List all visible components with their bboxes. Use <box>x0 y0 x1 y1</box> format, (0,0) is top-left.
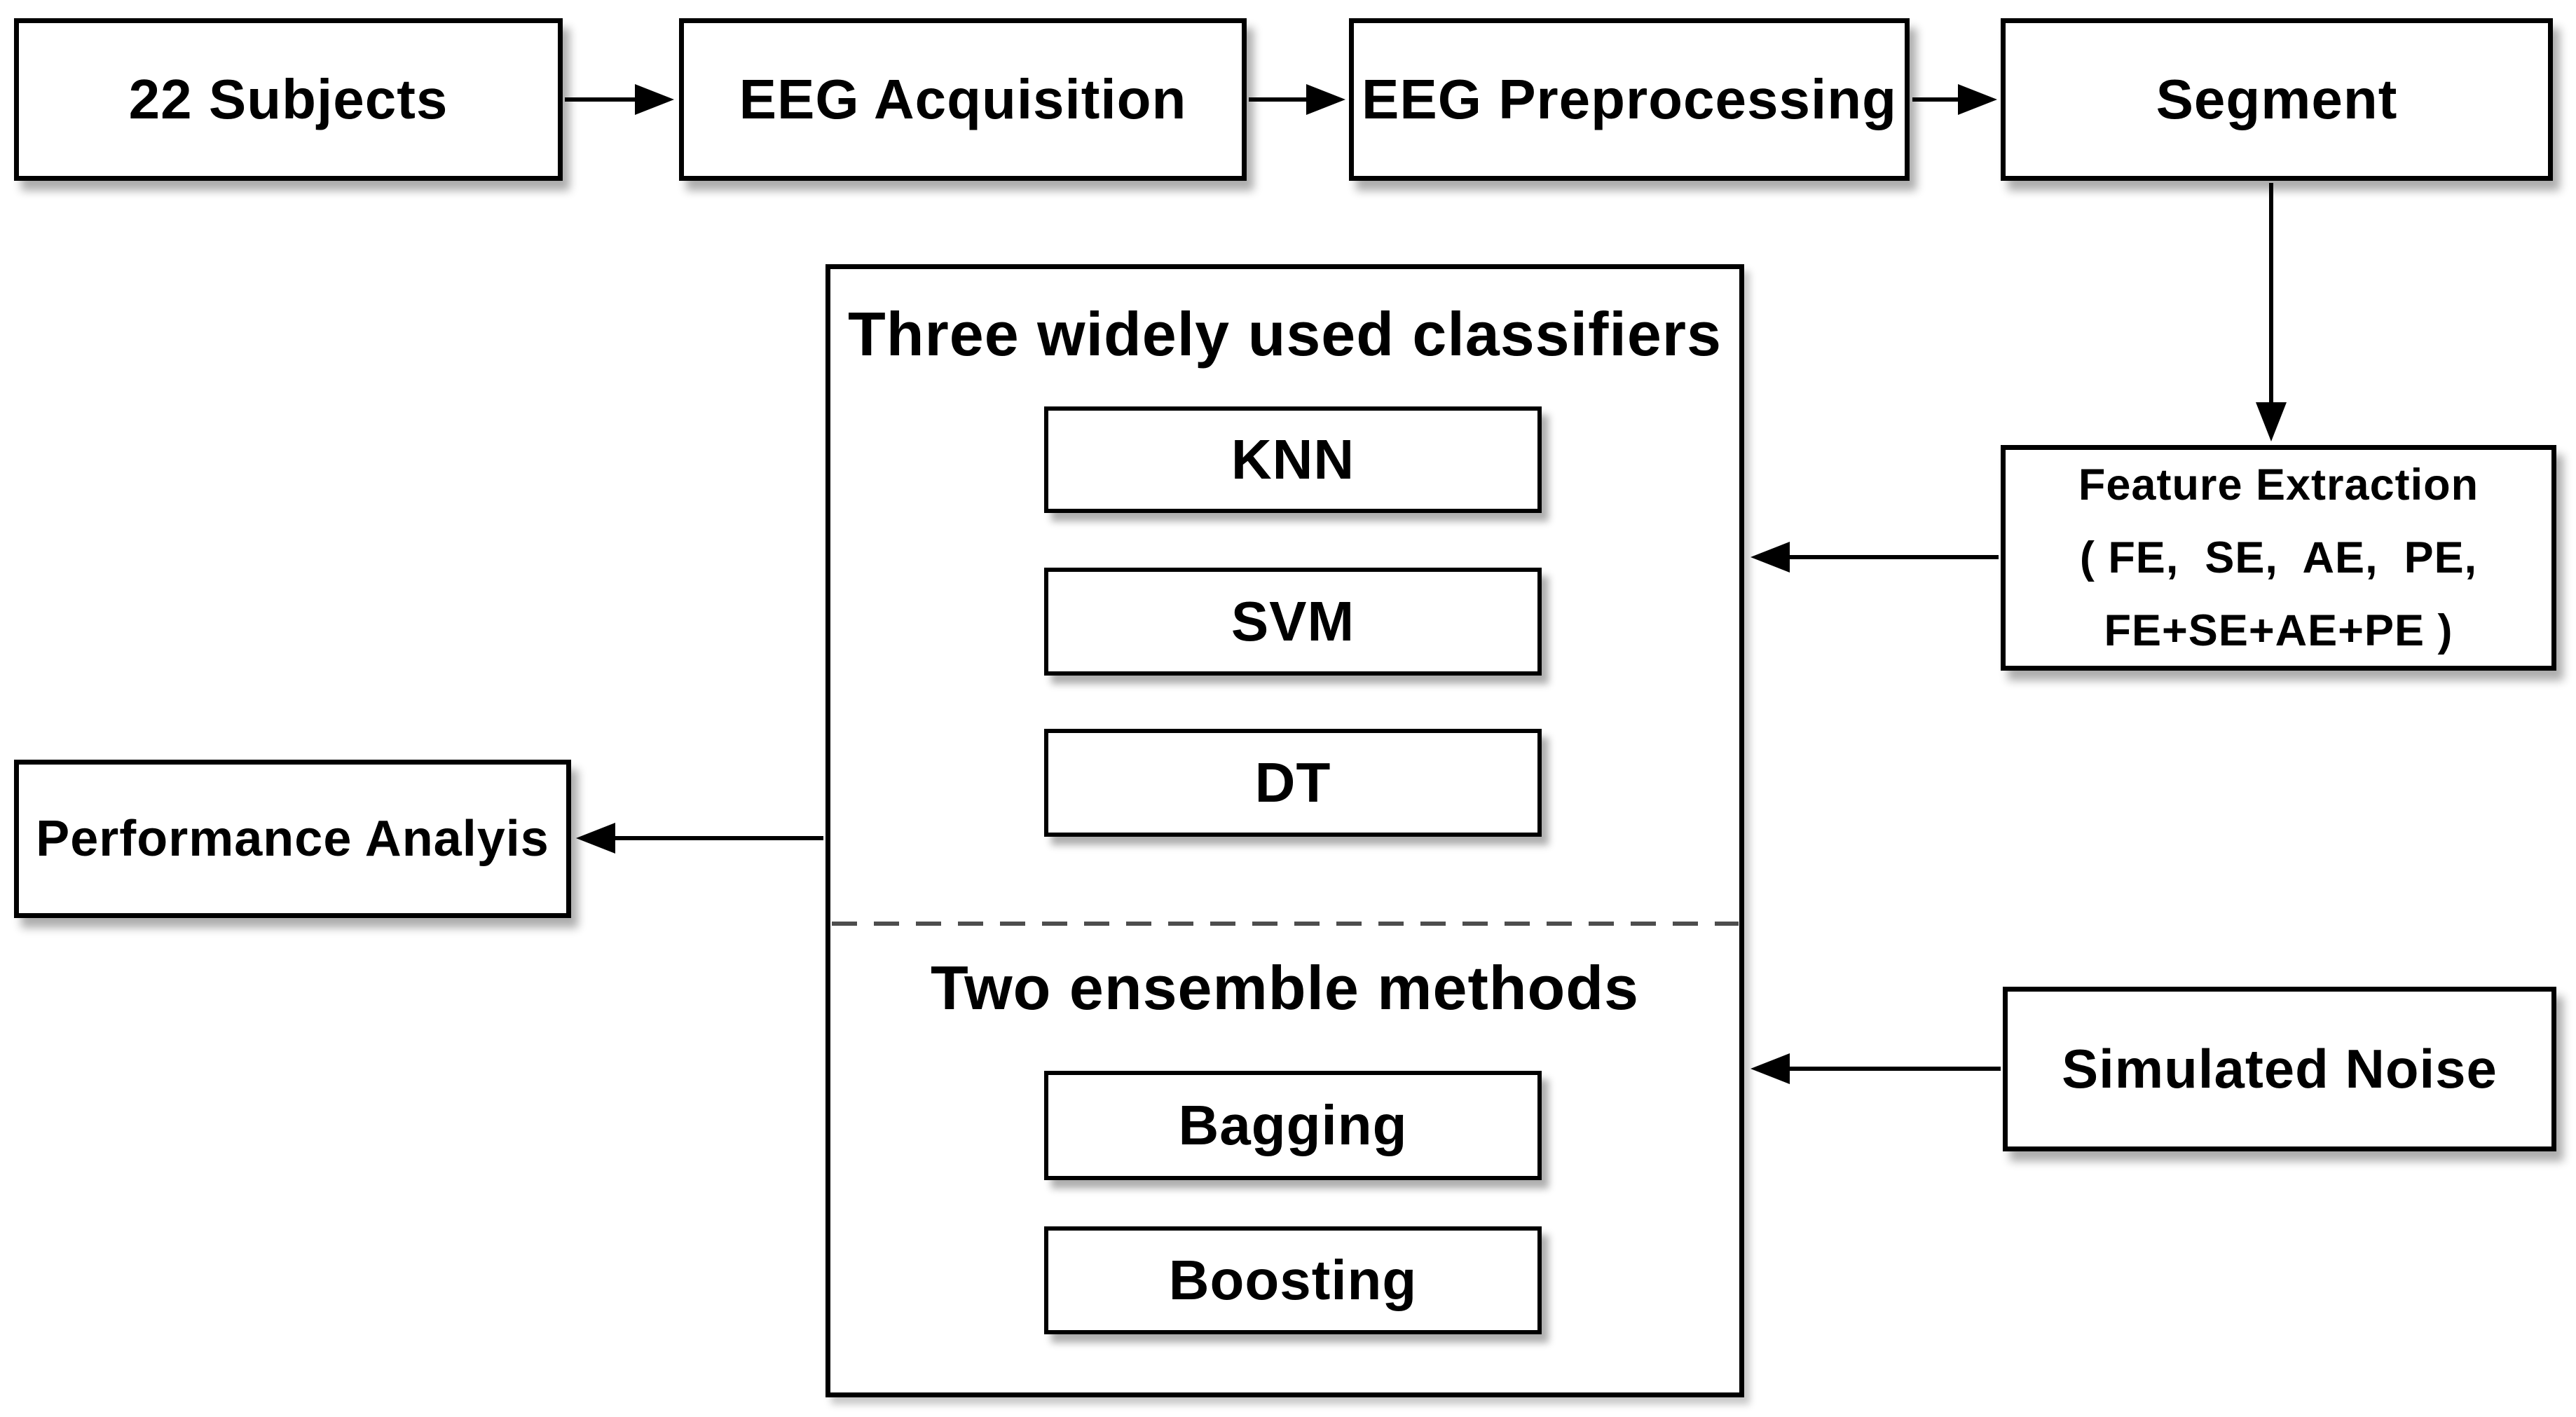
box-segment-label: Segment <box>2156 68 2398 130</box>
box-simulated-noise-label: Simulated Noise <box>2062 1038 2498 1100</box>
arrow-preprocessing-to-segment <box>1912 84 1997 115</box>
box-dt: DT <box>1044 729 1542 837</box>
box-bagging-label: Bagging <box>1178 1094 1408 1156</box>
box-dt-label: DT <box>1254 751 1331 814</box>
box-22-subjects: 22 Subjects <box>14 18 563 181</box>
ensemble-group-title: Two ensemble methods <box>931 953 1639 1022</box>
feature-extraction-line1: Feature Extraction <box>2078 460 2479 509</box>
arrow-feature-extraction-to-classifiers <box>1751 542 1999 573</box>
box-svm-label: SVM <box>1231 590 1355 652</box>
arrow-acquisition-to-preprocessing <box>1249 84 1345 115</box>
box-feature-extraction: Feature Extraction ( FE, SE, AE, PE, FE+… <box>2001 445 2556 671</box>
box-eeg-acquisition-label: EEG Acquisition <box>739 68 1187 130</box>
box-bagging: Bagging <box>1044 1071 1542 1180</box>
box-knn-label: KNN <box>1231 428 1355 491</box>
box-eeg-preprocessing-label: EEG Preprocessing <box>1362 68 1897 130</box>
arrow-classifiers-to-performance <box>576 823 823 854</box>
box-segment: Segment <box>2001 18 2553 181</box>
arrow-simulated-noise-to-classifiers <box>1751 1053 2001 1084</box>
box-performance-analysis: Performance Analyis <box>14 760 571 918</box>
box-svm: SVM <box>1044 568 1542 676</box>
box-simulated-noise: Simulated Noise <box>2003 987 2556 1151</box>
box-knn: KNN <box>1044 406 1542 513</box>
classifier-group-title: Three widely used classifiers <box>848 299 1722 369</box>
feature-extraction-line2: ( FE, SE, AE, PE, <box>2079 533 2478 582</box>
box-eeg-acquisition: EEG Acquisition <box>679 18 1247 181</box>
box-boosting-label: Boosting <box>1168 1249 1418 1311</box>
arrow-segment-to-feature-extraction <box>2256 183 2287 441</box>
box-performance-analysis-label: Performance Analyis <box>36 811 549 867</box>
box-eeg-preprocessing: EEG Preprocessing <box>1349 18 1910 181</box>
box-boosting: Boosting <box>1044 1226 1542 1334</box>
box-22-subjects-label: 22 Subjects <box>128 68 448 130</box>
feature-extraction-line3: FE+SE+AE+PE ) <box>2104 606 2453 655</box>
arrow-subjects-to-acquisition <box>565 84 674 115</box>
